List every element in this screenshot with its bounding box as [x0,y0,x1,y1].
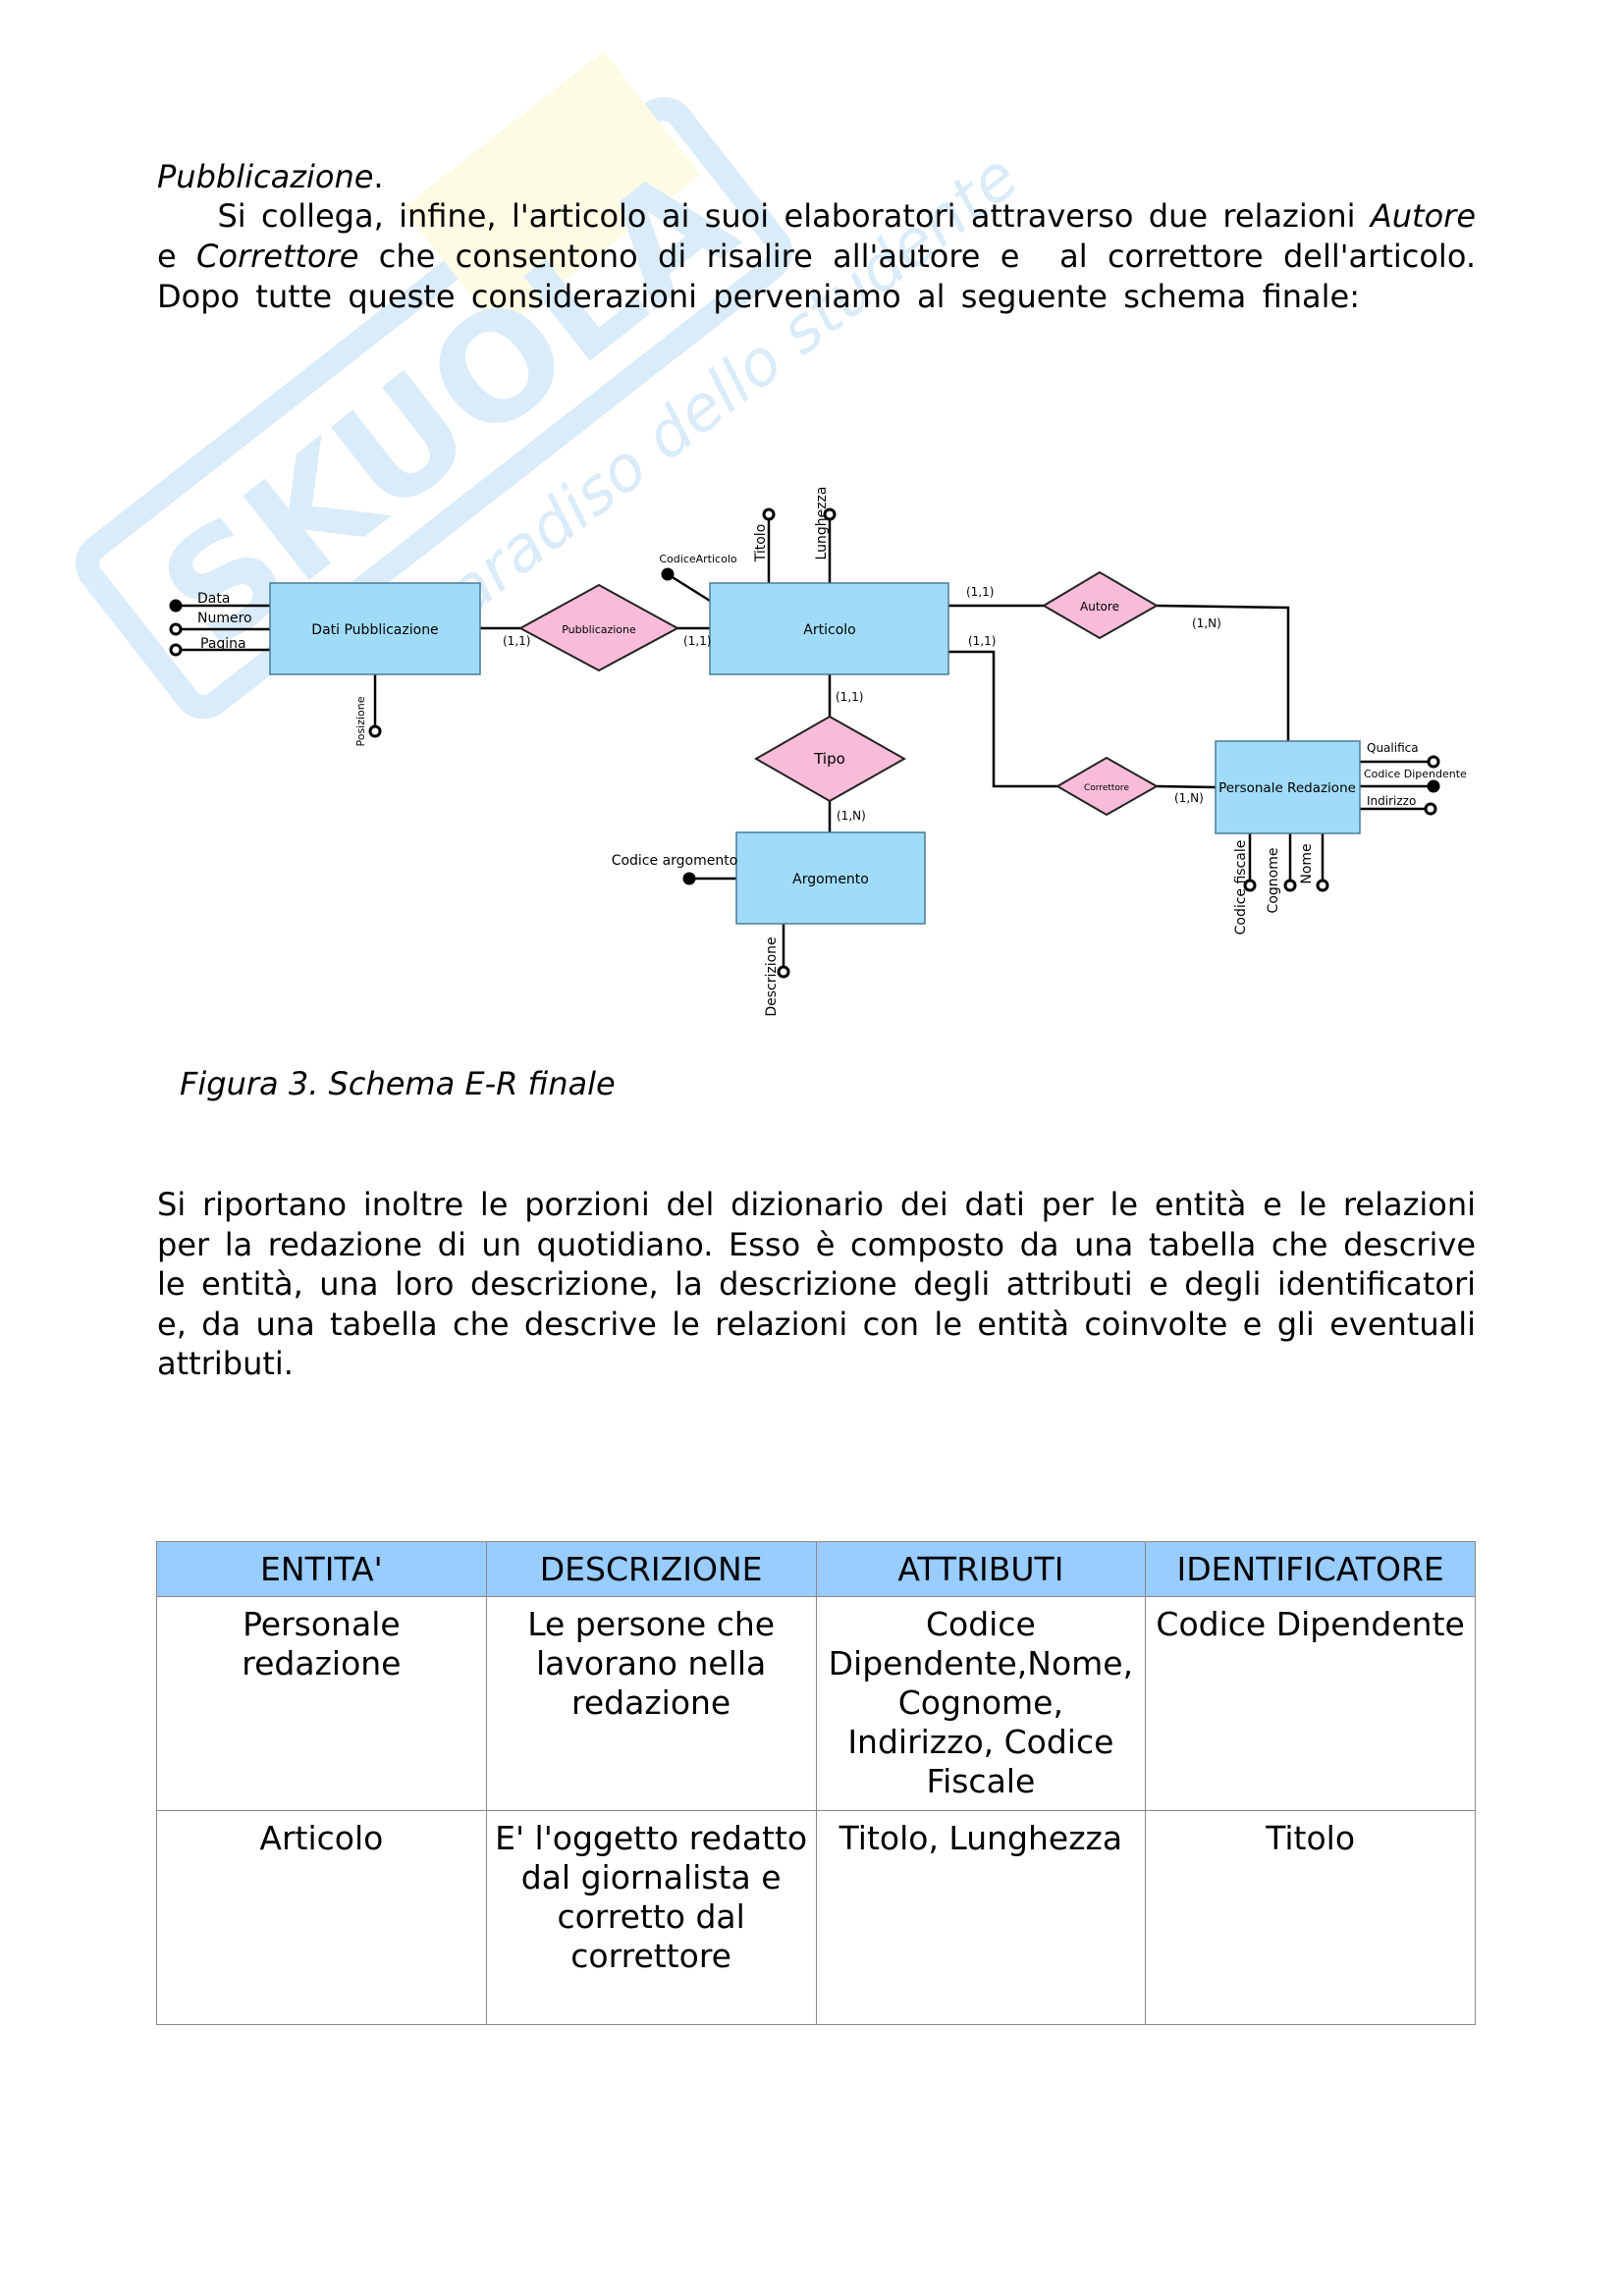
attribute-label: Codice argomento [612,853,738,869]
cardinality: (1,N) [1192,616,1221,630]
attribute-circle-cognome [1283,879,1297,892]
text-line: Pubblicazione. [157,157,1476,196]
text-line: le entità, una loro descrizione, la desc… [157,1265,1476,1303]
attribute-circle-codice-fiscale [1243,879,1257,892]
entity-label: Argomento [792,872,869,887]
er-diagram: Dati Pubblicazione Articolo Argomento Pe… [169,487,1467,1017]
attribute-circle-nome [1316,879,1329,892]
attribute-label: Lunghezza [814,487,830,561]
text-line: Si collega, infine, l'articolo ai suoi e… [157,196,1476,236]
table-cell: Codice Dipendente [1145,1596,1476,1811]
relation-autore [1042,570,1159,640]
column-header: DESCRIZIONE [485,1541,817,1597]
table-cell: Titolo [1145,1810,1476,2025]
entity-label: Dati Pubblicazione [311,622,438,638]
text-line: attributi. [157,1345,294,1382]
text-line: Si riportano inoltre le porzioni del diz… [157,1186,1476,1223]
italic-term: Pubblicazione [157,158,374,195]
attribute-label: Data [197,591,230,607]
attribute-label: Descrizione [764,936,780,1016]
text-line: e Correttore che consentono di risalire … [157,237,1476,276]
attribute-label: Nome [1299,843,1315,883]
identifier-dot-codice-dipendente [1427,779,1440,793]
column-header: ENTITA' [156,1541,487,1597]
cardinality: (1,1) [503,634,530,648]
attribute-label: Indirizzo [1367,794,1416,808]
identifier-dot-data [169,599,183,613]
table-cell: Le persone che lavorano nella redazione [485,1596,817,1811]
table-cell: E' l'oggetto redatto dal giornalista e c… [485,1810,817,2025]
attribute-circle-qualifica [1427,755,1440,769]
entity-label: Personale Redazione [1218,780,1356,796]
table-cell: Articolo [156,1810,487,2025]
text-segment: e [157,238,197,275]
relation-label: Pubblicazione [562,623,636,636]
relation-tipo [753,715,907,803]
entity-label: Articolo [803,622,855,638]
column-header: ATTRIBUTI [815,1541,1147,1597]
cardinality: (1,N) [837,809,866,823]
relation-label: Correttore [1084,783,1129,793]
attribute-label: Pagina [200,636,246,652]
text-segment: Dopo tutte queste considerazioni perveni… [157,278,1360,315]
relation-label: Tipo [813,750,845,768]
attribute-label: Qualifica [1367,741,1419,755]
relation-pubblicazione [517,583,680,672]
text-line: per la redazione di un quotidiano. Esso … [157,1225,1476,1263]
attribute-label: Titolo [753,524,769,563]
italic-term: Correttore [196,238,359,275]
attribute-label: Codice fiscale [1233,840,1249,935]
attribute-circle-pagina [169,643,183,657]
text-segment: . [373,158,384,195]
attribute-label: Codice Dipendente [1364,768,1467,780]
attribute-circle-posizione [368,724,382,738]
entity-dati-pubblicazione [269,582,481,675]
attribute-circle-descrizione [777,965,790,979]
text-line: Dopo tutte queste considerazioni perveni… [157,277,1360,316]
figure-caption: Figura 3. Schema E-R finale [180,1065,616,1102]
cardinality: (1,1) [968,634,996,648]
relation-label: Autore [1080,600,1119,614]
table-cell: Titolo, Lunghezza [815,1810,1147,2025]
identifier-dot-codice-articolo [661,567,675,581]
table-cell: Personale redazione [156,1596,487,1811]
cardinality: (1,N) [1174,791,1204,805]
cardinality: (1,1) [966,585,994,599]
text-line: e, da una tabella che descrive le relazi… [157,1305,1476,1343]
cardinality: (1,1) [836,690,863,704]
cardinality: (1,1) [683,634,711,648]
attribute-circle-titolo [762,507,776,521]
attribute-circle-lunghezza [823,507,837,521]
entity-articolo [709,582,949,675]
attribute-label: Cognome [1266,848,1281,914]
entity-argomento [735,831,926,925]
attribute-circle-indirizzo [1424,802,1437,816]
attribute-label: CodiceArticolo [659,553,737,565]
text-segment: Si collega, infine, l'articolo ai suoi e… [157,197,1371,235]
entity-personale-redazione [1215,740,1361,834]
text-segment: che consentono di risalire all'autore e … [358,238,1477,275]
attribute-circle-numero [169,622,183,636]
column-header: IDENTIFICATORE [1145,1541,1476,1597]
italic-term: Autore [1370,197,1476,235]
relation-correttore [1055,756,1160,817]
attribute-label: Posizione [354,696,367,746]
table-cell: Codice Dipendente,Nome, Cognome, Indiriz… [815,1596,1147,1811]
identifier-dot-codice-argomento [682,872,696,885]
attribute-label: Numero [197,611,252,626]
